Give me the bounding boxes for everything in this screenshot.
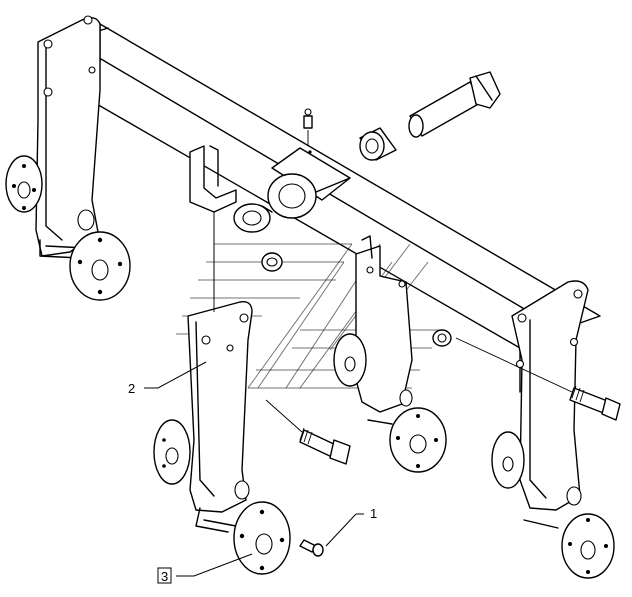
callout-1: 1 — [370, 506, 377, 521]
middle-bracket — [355, 235, 413, 413]
bolt-center — [265, 399, 351, 465]
beam-clamp-tab — [189, 145, 237, 300]
pivot-pin — [408, 71, 501, 138]
middle-rear-hub — [333, 333, 367, 387]
right-rear-hub — [491, 431, 525, 489]
item-3-hub-flange — [195, 501, 291, 575]
nut-lower — [432, 329, 452, 347]
callout-3-box — [157, 567, 172, 584]
right-bracket — [511, 280, 589, 511]
left-bracket — [35, 15, 101, 257]
left-rear-hub — [5, 155, 43, 213]
callout-2: 2 — [128, 381, 135, 396]
grease-nipple — [303, 108, 313, 146]
center-pivot-housing — [267, 147, 351, 219]
bushing-rear — [359, 127, 397, 161]
nut-upper — [261, 252, 283, 272]
bushing-front — [233, 203, 273, 233]
left-front-hub — [39, 231, 131, 301]
middle-front-hub — [367, 407, 447, 473]
right-front-hub — [523, 513, 615, 579]
small-bolt-item-1 — [299, 539, 324, 557]
leader-lines — [144, 361, 364, 577]
bolt-right — [455, 337, 621, 421]
detached-bracket-item-2 — [187, 212, 253, 513]
item-2-rear-hub — [153, 419, 191, 485]
callout-3: 3 — [161, 569, 168, 584]
